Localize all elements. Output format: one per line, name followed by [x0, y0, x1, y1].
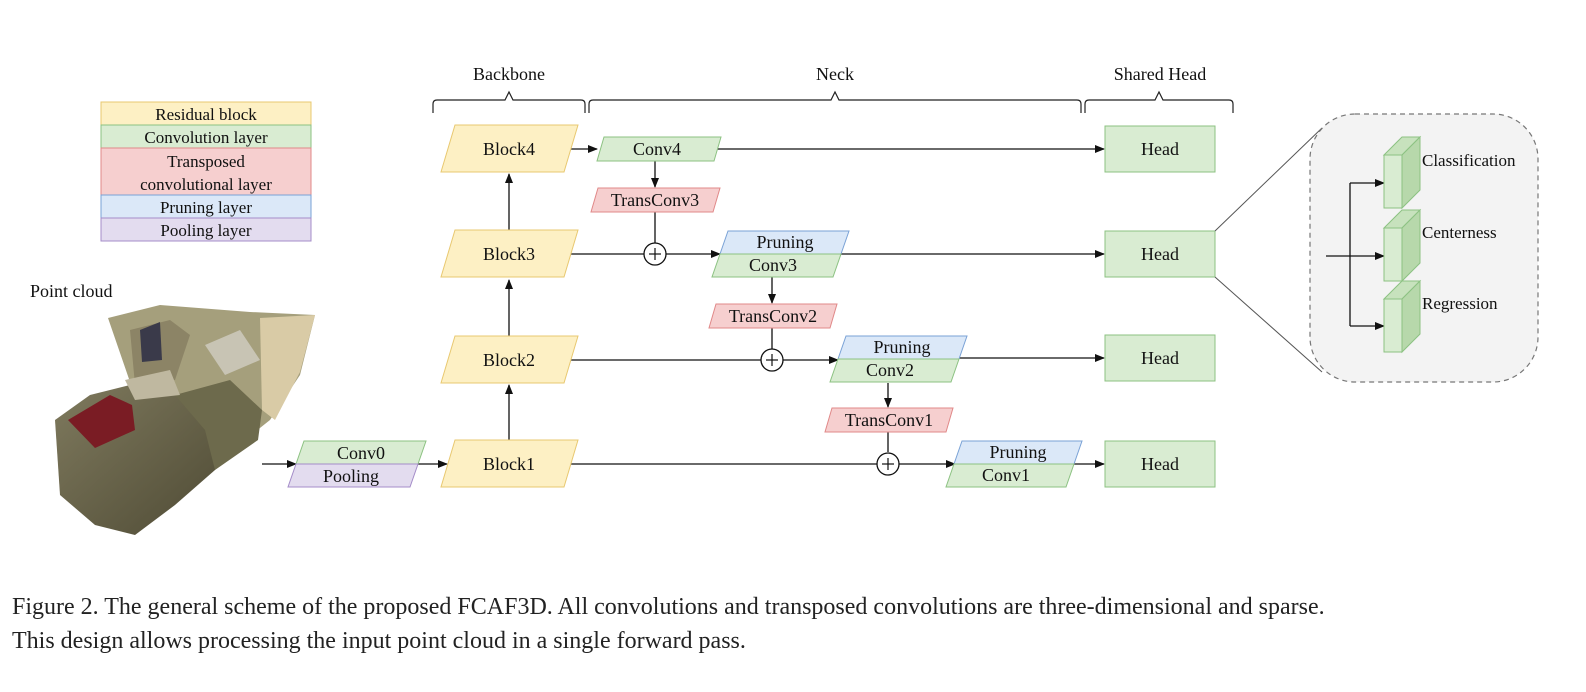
conv1-label: Conv1: [982, 465, 1030, 485]
svg-text:TransConv1: TransConv1: [845, 410, 933, 430]
head-1: Head: [1104, 440, 1216, 488]
head-detail-connectors: [1326, 179, 1385, 330]
zoom-line-bottom: [1214, 276, 1323, 373]
legend-transposed-line1: Transposed: [167, 152, 245, 171]
fcaf3d-diagram: Backbone Neck Shared Head Residual block…: [30, 64, 1539, 535]
pruning2-label: Pruning: [873, 337, 930, 357]
classification-label: Classification: [1422, 151, 1516, 170]
legend-conv: Convolution layer: [144, 128, 268, 147]
block2: Block2: [440, 335, 579, 384]
head-conv-reg: [1382, 279, 1422, 354]
plus-node-2: [760, 348, 784, 372]
connectors: [262, 145, 1105, 468]
svg-text:Head: Head: [1141, 454, 1179, 474]
transconv1: TransConv1: [824, 407, 954, 433]
pruning-conv3: Pruning Conv3: [711, 230, 850, 278]
svg-text:Block3: Block3: [483, 244, 535, 264]
svg-text:Head: Head: [1141, 244, 1179, 264]
transconv2: TransConv2: [708, 303, 838, 329]
neck-title: Neck: [816, 64, 854, 84]
backbone-brace: [432, 90, 586, 113]
transconv3: TransConv3: [590, 187, 721, 213]
svg-text:TransConv2: TransConv2: [729, 306, 817, 326]
svg-text:Block4: Block4: [483, 139, 535, 159]
conv0-label: Conv0: [337, 443, 385, 463]
conv2-label: Conv2: [866, 360, 914, 380]
legend: Residual block Convolution layer Transpo…: [100, 101, 312, 242]
head-3: Head: [1104, 230, 1216, 278]
neck-brace: [588, 90, 1082, 113]
caption-line-2: This design allows processing the input …: [12, 628, 746, 654]
head-conv-ctr: [1382, 208, 1422, 283]
caption-line-1: Figure 2. The general scheme of the prop…: [12, 594, 1325, 620]
head-detail-panel: [1309, 113, 1539, 383]
pruning-conv1: Pruning Conv1: [945, 440, 1083, 488]
pooling-label: Pooling: [323, 466, 379, 486]
block1: Block1: [440, 439, 579, 488]
plus-node-3: [643, 242, 667, 266]
zoom-line-top: [1214, 127, 1323, 232]
svg-text:TransConv3: TransConv3: [611, 190, 699, 210]
block4: Block4: [440, 124, 579, 173]
plus-node-1: [876, 452, 900, 476]
svg-text:Block2: Block2: [483, 350, 535, 370]
head-conv-cls: [1382, 135, 1422, 210]
conv4: Conv4: [596, 136, 722, 162]
legend-pruning: Pruning layer: [160, 198, 252, 217]
stem-conv0-pooling: Conv0 Pooling: [287, 440, 427, 488]
legend-pooling: Pooling layer: [160, 221, 251, 240]
pruning-conv2: Pruning Conv2: [829, 335, 968, 383]
legend-residual: Residual block: [155, 105, 257, 124]
svg-text:Conv4: Conv4: [633, 139, 681, 159]
backbone-title: Backbone: [473, 64, 545, 84]
pruning1-label: Pruning: [989, 442, 1046, 462]
svg-text:Block1: Block1: [483, 454, 535, 474]
point-cloud-image: [55, 305, 315, 535]
regression-label: Regression: [1422, 294, 1498, 313]
head-4: Head: [1104, 125, 1216, 173]
conv3-label: Conv3: [749, 255, 797, 275]
svg-text:Head: Head: [1141, 348, 1179, 368]
legend-transposed-line2: convolutional layer: [140, 175, 272, 194]
svg-text:Head: Head: [1141, 139, 1179, 159]
shared-head-brace: [1084, 90, 1234, 113]
centerness-label: Centerness: [1422, 223, 1497, 242]
head-2: Head: [1104, 334, 1216, 382]
point-cloud-label: Point cloud: [30, 281, 113, 301]
shared-head-title: Shared Head: [1114, 64, 1206, 84]
block3: Block3: [440, 229, 579, 278]
figure-caption: Figure 2. The general scheme of the prop…: [12, 590, 1572, 658]
pruning3-label: Pruning: [756, 232, 813, 252]
